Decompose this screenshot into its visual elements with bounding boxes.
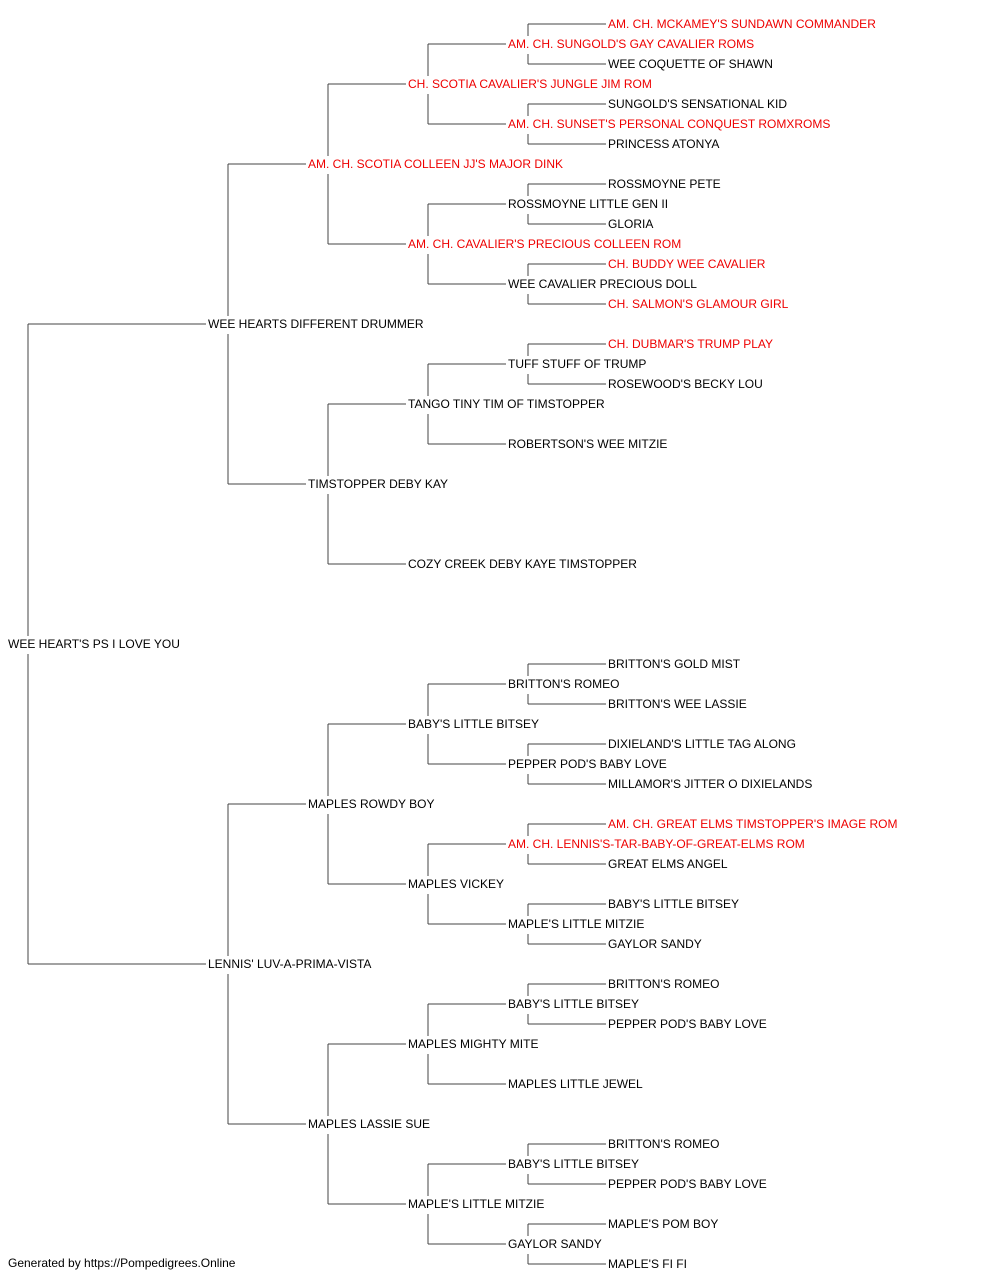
- ancestor-name: GAYLOR SANDY: [608, 937, 702, 951]
- ancestor-name: AM. CH. SUNSET'S PERSONAL CONQUEST ROMXR…: [508, 117, 831, 131]
- pedigree-subject: WEE HEART'S PS I LOVE YOU: [8, 637, 180, 651]
- ancestor-name: AM. CH. GREAT ELMS TIMSTOPPER'S IMAGE RO…: [608, 817, 898, 831]
- ancestor-name: MAPLES LITTLE JEWEL: [508, 1077, 643, 1091]
- ancestor-name: ROSEWOOD'S BECKY LOU: [608, 377, 763, 391]
- ancestor-name: BRITTON'S WEE LASSIE: [608, 697, 747, 711]
- ancestor-name: AM. CH. SCOTIA COLLEEN JJ'S MAJOR DINK: [308, 157, 563, 171]
- ancestor-name: PRINCESS ATONYA: [608, 137, 720, 151]
- ancestor-name: MAPLE'S LITTLE MITZIE: [408, 1197, 545, 1211]
- ancestor-name: MAPLE'S FI FI: [608, 1257, 687, 1271]
- ancestor-name: MILLAMOR'S JITTER O DIXIELANDS: [608, 777, 813, 791]
- ancestor-name: BABY'S LITTLE BITSEY: [408, 717, 540, 731]
- ancestor-name: AM. CH. CAVALIER'S PRECIOUS COLLEEN ROM: [408, 237, 682, 251]
- ancestor-name: ROSSMOYNE PETE: [608, 177, 721, 191]
- footer-credit: Generated by https://Pompedigrees.Online: [8, 1256, 236, 1270]
- ancestor-name: PEPPER POD'S BABY LOVE: [608, 1177, 767, 1191]
- ancestor-name: WEE HEARTS DIFFERENT DRUMMER: [208, 317, 424, 331]
- ancestor-name: MAPLES ROWDY BOY: [308, 797, 435, 811]
- ancestor-name: LENNIS' LUV-A-PRIMA-VISTA: [208, 957, 372, 971]
- ancestor-name: CH. BUDDY WEE CAVALIER: [608, 257, 766, 271]
- ancestor-name: ROBERTSON'S WEE MITZIE: [508, 437, 668, 451]
- ancestor-name: MAPLES LASSIE SUE: [308, 1117, 431, 1131]
- ancestor-name: TANGO TINY TIM OF TIMSTOPPER: [408, 397, 605, 411]
- ancestor-name: BABY'S LITTLE BITSEY: [508, 1157, 640, 1171]
- ancestor-name: PEPPER POD'S BABY LOVE: [508, 757, 667, 771]
- ancestor-name: AM. CH. SUNGOLD'S GAY CAVALIER ROMS: [508, 37, 755, 51]
- ancestor-name: WEE COQUETTE OF SHAWN: [608, 57, 773, 71]
- ancestor-name: BABY'S LITTLE BITSEY: [508, 997, 640, 1011]
- ancestor-name: BRITTON'S ROMEO: [608, 1137, 720, 1151]
- ancestor-name: MAPLE'S POM BOY: [608, 1217, 719, 1231]
- ancestor-name: AM. CH. MCKAMEY'S SUNDAWN COMMANDER: [608, 17, 876, 31]
- ancestor-name: BABY'S LITTLE BITSEY: [608, 897, 740, 911]
- ancestor-name: GREAT ELMS ANGEL: [608, 857, 728, 871]
- ancestor-name: DIXIELAND'S LITTLE TAG ALONG: [608, 737, 796, 751]
- ancestor-name: TIMSTOPPER DEBY KAY: [308, 477, 449, 491]
- ancestor-name: MAPLES VICKEY: [408, 877, 505, 891]
- ancestor-name: BRITTON'S ROMEO: [608, 977, 720, 991]
- ancestor-name: CH. SALMON'S GLAMOUR GIRL: [608, 297, 789, 311]
- ancestor-name: PEPPER POD'S BABY LOVE: [608, 1017, 767, 1031]
- ancestor-name: MAPLE'S LITTLE MITZIE: [508, 917, 645, 931]
- ancestor-name: TUFF STUFF OF TRUMP: [508, 357, 647, 371]
- ancestor-name: ROSSMOYNE LITTLE GEN II: [508, 197, 669, 211]
- ancestor-name: WEE CAVALIER PRECIOUS DOLL: [508, 277, 697, 291]
- ancestor-name: CH. DUBMAR'S TRUMP PLAY: [608, 337, 773, 351]
- ancestor-name: GAYLOR SANDY: [508, 1237, 602, 1251]
- ancestor-name: CH. SCOTIA CAVALIER'S JUNGLE JIM ROM: [408, 77, 652, 91]
- ancestor-name: SUNGOLD'S SENSATIONAL KID: [608, 97, 787, 111]
- ancestor-name: GLORIA: [608, 217, 654, 231]
- ancestor-name: AM. CH. LENNIS'S-TAR-BABY-OF-GREAT-ELMS …: [508, 837, 805, 851]
- ancestor-name: COZY CREEK DEBY KAYE TIMSTOPPER: [408, 557, 637, 571]
- ancestor-name: MAPLES MIGHTY MITE: [408, 1037, 539, 1051]
- ancestor-name: BRITTON'S ROMEO: [508, 677, 620, 691]
- ancestor-name: BRITTON'S GOLD MIST: [608, 657, 741, 671]
